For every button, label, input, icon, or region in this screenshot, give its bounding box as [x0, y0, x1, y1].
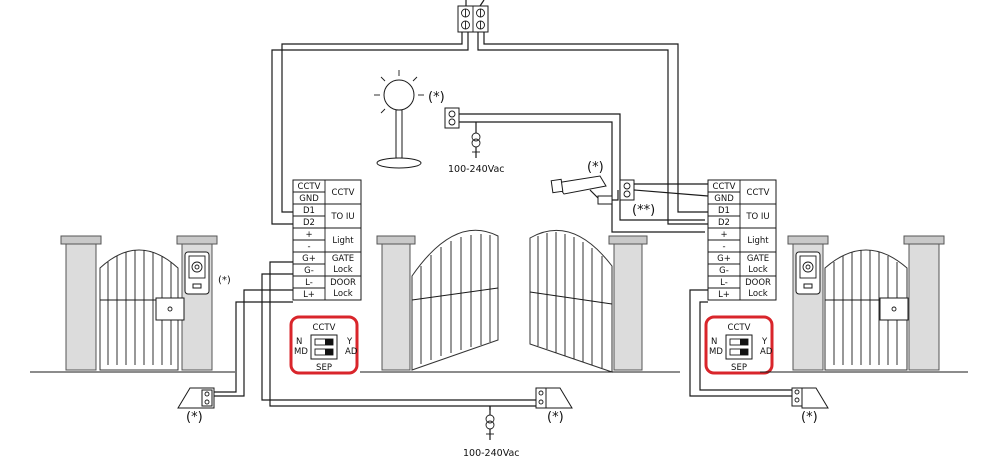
left-function-8: DOOR — [330, 278, 356, 288]
left-dip-bottom: SEP — [316, 363, 332, 373]
left-terminal-9: L+ — [303, 290, 315, 300]
right-lower-wiring — [689, 289, 794, 397]
left-terminal-2: D1 — [303, 206, 315, 216]
right-terminal-1: GND — [714, 194, 734, 204]
dip-switch-right: CCTV SEP NMD YAD — [704, 315, 774, 375]
left-function-2: TO IU — [330, 212, 354, 222]
center-gate-scene — [360, 229, 680, 373]
sensor-right-icon — [791, 387, 829, 409]
left-terminal-3: D2 — [303, 218, 315, 228]
right-terminal-5: - — [722, 242, 725, 252]
camera-optional-mark: (*) — [587, 160, 604, 175]
right-function-4: Light — [747, 236, 769, 246]
right-function-8: DOOR — [745, 278, 771, 288]
left-terminal-7: G- — [304, 266, 314, 276]
right-terminal-4: + — [720, 230, 727, 240]
left-function-7: Lock — [333, 265, 352, 275]
outdoor-station-right-icon — [795, 251, 821, 295]
right-dip-bottom: SEP — [731, 363, 747, 373]
camera-optional-double-mark: (**) — [632, 203, 655, 218]
top-junction-terminal — [457, 0, 489, 33]
left-gate-scene — [30, 235, 235, 373]
right-terminal-3: D2 — [718, 218, 730, 228]
sensor-center-optional-mark: (*) — [547, 410, 564, 425]
sensor-center-icon — [535, 387, 573, 409]
right-dip-left-bottom: MD — [709, 347, 723, 357]
transformer-bottom-icon — [485, 406, 495, 440]
right-dip-top: CCTV — [728, 323, 751, 333]
station-optional-mark: (*) — [218, 275, 231, 286]
sensor-left-optional-mark: (*) — [186, 410, 203, 425]
camera-terminal — [619, 179, 635, 201]
dip-switch-left: CCTV SEP NMD YAD — [289, 315, 359, 375]
sensor-left-icon — [177, 387, 215, 409]
left-terminal-6: G+ — [302, 254, 316, 264]
lamp-optional-mark: (*) — [428, 90, 445, 105]
left-terminal-0: CCTV — [298, 182, 321, 192]
outdoor-station-left-icon — [184, 251, 210, 295]
left-dip-right-top: Y — [346, 337, 353, 347]
right-function-0: CCTV — [747, 188, 770, 198]
right-function-2: TO IU — [745, 212, 769, 222]
right-terminal-9: L+ — [718, 290, 730, 300]
left-dip-top: CCTV — [313, 323, 336, 333]
right-dip-right-bottom: AD — [760, 347, 773, 357]
right-terminal-6: G+ — [717, 254, 731, 264]
right-terminal-7: G- — [719, 266, 729, 276]
lamp-icon — [374, 70, 424, 169]
power-label-bottom: 100-240Vac — [463, 448, 520, 459]
right-terminal-0: CCTV — [713, 182, 736, 192]
right-dip-right-top: Y — [761, 337, 768, 347]
power-label-top: 100-240Vac — [448, 164, 505, 175]
left-function-0: CCTV — [332, 188, 355, 198]
left-terminal-8: L- — [305, 278, 313, 288]
bus-wires — [271, 32, 708, 225]
transformer-top-icon — [471, 122, 481, 158]
left-dip-right-bottom: AD — [345, 347, 358, 357]
left-terminal-4: + — [305, 230, 312, 240]
lamp-terminal — [444, 107, 460, 129]
right-gate-scene — [760, 235, 968, 373]
right-function-6: GATE — [747, 254, 769, 264]
left-function-6: GATE — [332, 254, 354, 264]
right-dip-left-top: N — [711, 337, 717, 347]
right-terminal-2: D1 — [718, 206, 730, 216]
cctv-camera-icon — [550, 175, 619, 205]
left-terminal-1: GND — [299, 194, 319, 204]
right-function-9: Lock — [748, 289, 767, 299]
left-function-9: Lock — [333, 289, 352, 299]
left-function-4: Light — [332, 236, 354, 246]
sensor-right-optional-mark: (*) — [801, 410, 818, 425]
right-terminal-8: L- — [720, 278, 728, 288]
left-terminal-5: - — [307, 242, 310, 252]
left-dip-left-bottom: MD — [294, 347, 308, 357]
right-function-7: Lock — [748, 265, 767, 275]
left-dip-left-top: N — [296, 337, 302, 347]
